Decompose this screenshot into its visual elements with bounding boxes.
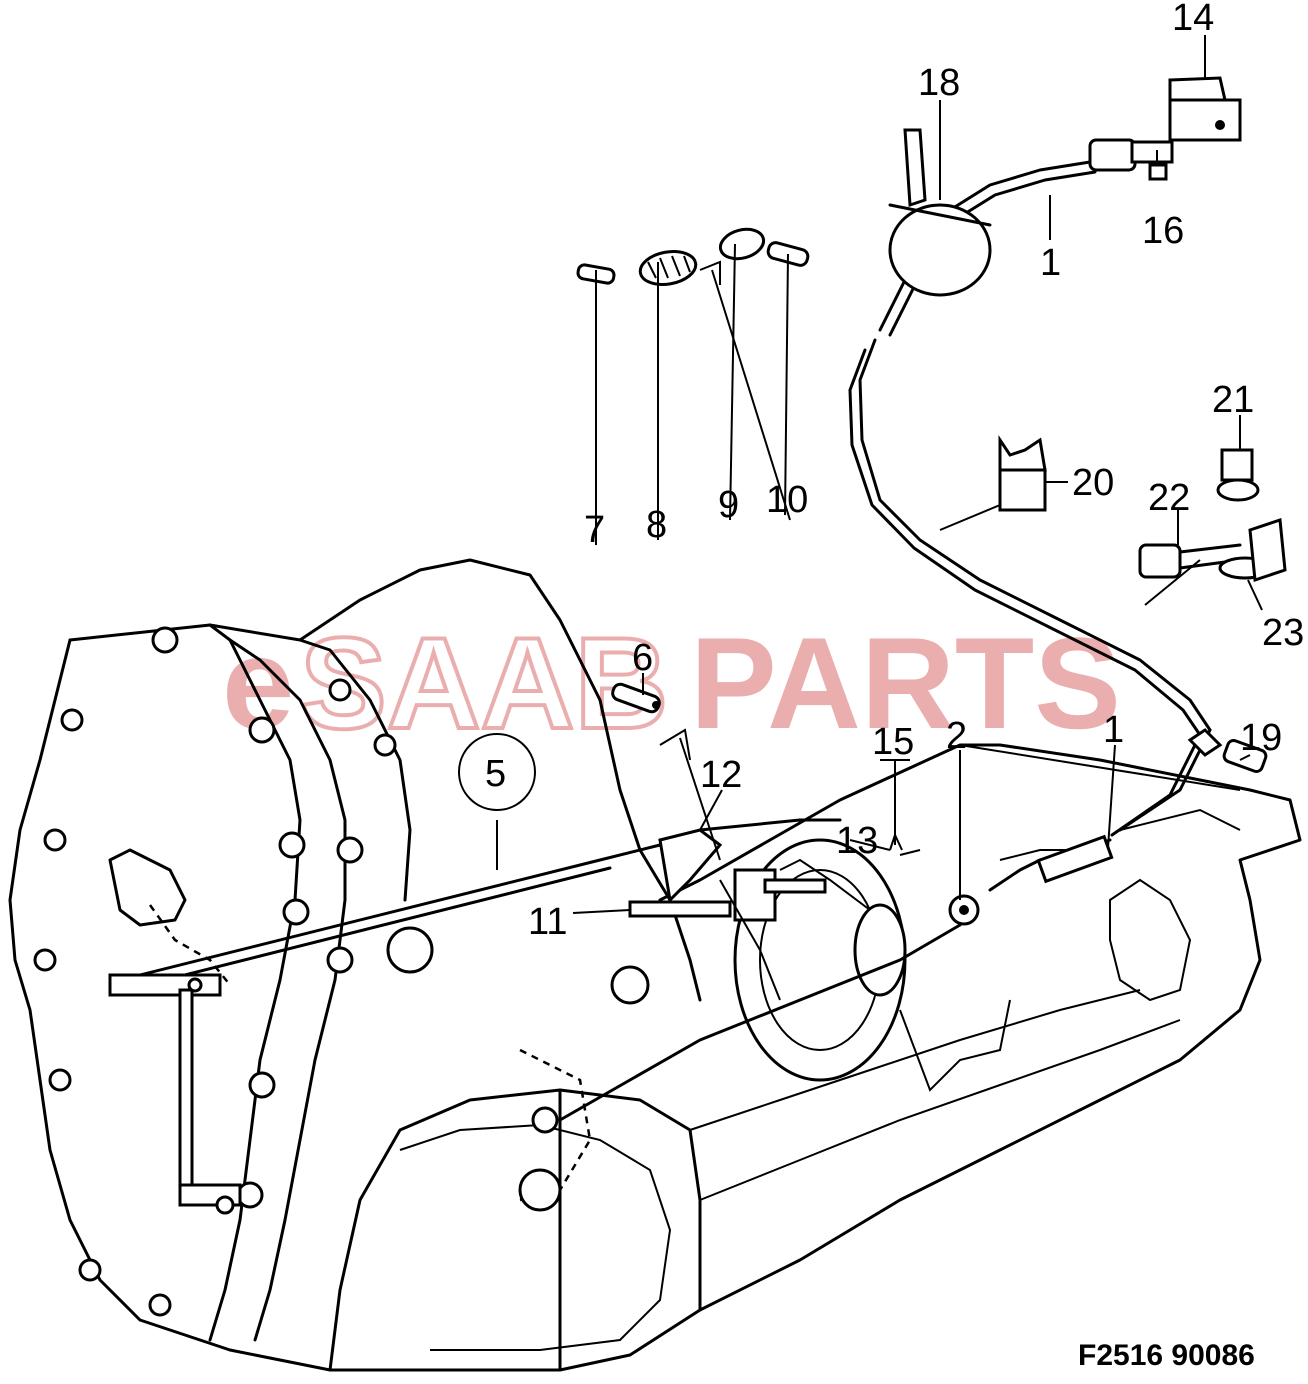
cable-end-fitting [1088, 138, 1137, 172]
callout-22: 22 [1148, 477, 1190, 519]
part-9-bushing [718, 227, 766, 261]
callout-5-circle [458, 733, 536, 811]
callout-11: 11 [528, 901, 567, 943]
callout-7: 7 [584, 509, 605, 551]
watermark: e SAAB PARTS [222, 608, 1121, 758]
part-20-clip [998, 468, 1047, 512]
callout-16: 16 [1142, 210, 1184, 252]
callout-21: 21 [1212, 379, 1254, 421]
part-19-end [1222, 739, 1268, 773]
callout-2: 2 [946, 715, 967, 757]
callout-10: 10 [766, 479, 808, 521]
callout-15: 15 [872, 721, 914, 763]
watermark-suffix: PARTS [690, 610, 1121, 756]
callout-23: 23 [1262, 612, 1304, 654]
reference-code: F2516 90086 [1078, 1339, 1255, 1372]
callout-6: 6 [632, 637, 653, 679]
callout-1-upper: 1 [1040, 242, 1061, 284]
callout-14: 14 [1172, 0, 1214, 39]
part-14-bracket [1168, 98, 1242, 142]
callout-19: 19 [1240, 717, 1282, 759]
small-parts-group [576, 227, 810, 714]
transmission-housing [8, 558, 1302, 1372]
callout-8: 8 [646, 504, 667, 546]
shift-cable [848, 76, 1287, 837]
callout-1-lower: 1 [1103, 709, 1124, 751]
callout-18: 18 [918, 62, 960, 104]
callout-5: 5 [485, 753, 506, 795]
part-21-clip [1220, 448, 1254, 482]
callouts: 14 18 16 1 21 20 22 23 7 8 9 10 6 5 12 1… [485, 0, 1304, 943]
leader-lines [458, 35, 1263, 914]
part-16-nut [1148, 163, 1168, 181]
part-22-bolt [1138, 543, 1182, 579]
callout-12: 12 [700, 754, 742, 796]
callout-9: 9 [718, 484, 739, 526]
callout-20: 20 [1072, 462, 1114, 504]
callout-13: 13 [836, 820, 878, 862]
